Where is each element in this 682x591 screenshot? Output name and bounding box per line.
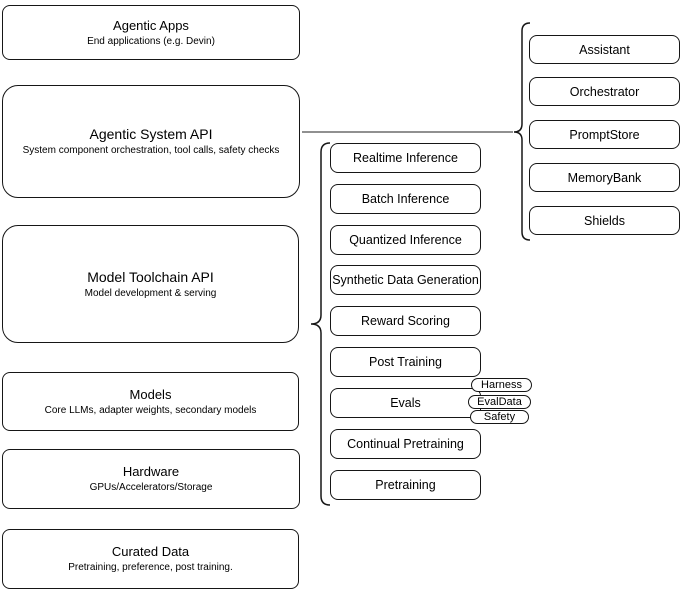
node-pretraining[interactable]: Pretraining (330, 470, 481, 500)
node-evals[interactable]: Evals (330, 388, 481, 418)
node-title: Curated Data (111, 544, 190, 559)
node-quantized-inference[interactable]: Quantized Inference (330, 225, 481, 255)
node-promptstore[interactable]: PromptStore (529, 120, 680, 149)
components-brace (513, 22, 531, 241)
node-title: Hardware (122, 464, 180, 479)
node-subtitle: Model development & serving (84, 287, 217, 299)
node-agentic-apps[interactable]: Agentic Apps End applications (e.g. Devi… (2, 5, 300, 60)
node-post-training[interactable]: Post Training (330, 347, 481, 377)
node-synthetic-data-generation[interactable]: Synthetic Data Generation (330, 265, 481, 295)
node-title: Models (129, 386, 172, 402)
node-models[interactable]: Models Core LLMs, adapter weights, secon… (2, 372, 299, 431)
pill-harness[interactable]: Harness (471, 378, 532, 392)
node-agentic-system-api[interactable]: Agentic System API System component orch… (2, 85, 300, 198)
node-title: Agentic System API (89, 126, 213, 142)
node-subtitle: Pretraining, preference, post training. (68, 562, 233, 573)
node-shields[interactable]: Shields (529, 206, 680, 235)
pill-safety[interactable]: Safety (470, 410, 529, 424)
node-title: Model Toolchain API (87, 268, 214, 285)
node-subtitle: System component orchestration, tool cal… (22, 145, 280, 156)
node-hardware[interactable]: Hardware GPUs/Accelerators/Storage (2, 449, 300, 509)
node-subtitle: Core LLMs, adapter weights, secondary mo… (44, 404, 257, 416)
node-reward-scoring[interactable]: Reward Scoring (330, 306, 481, 336)
node-realtime-inference[interactable]: Realtime Inference (330, 143, 481, 173)
node-title: Agentic Apps (113, 17, 189, 33)
node-orchestrator[interactable]: Orchestrator (529, 77, 680, 106)
node-memorybank[interactable]: MemoryBank (529, 163, 680, 192)
node-batch-inference[interactable]: Batch Inference (330, 184, 481, 214)
pill-evaldata[interactable]: EvalData (468, 395, 531, 409)
node-subtitle: GPUs/Accelerators/Storage (89, 482, 213, 493)
node-assistant[interactable]: Assistant (529, 35, 680, 64)
node-continual-pretraining[interactable]: Continual Pretraining (330, 429, 481, 459)
node-subtitle: End applications (e.g. Devin) (87, 35, 215, 47)
node-curated-data[interactable]: Curated Data Pretraining, preference, po… (2, 529, 299, 589)
toolchain-brace (310, 142, 331, 506)
node-model-toolchain-api[interactable]: Model Toolchain API Model development & … (2, 225, 299, 343)
